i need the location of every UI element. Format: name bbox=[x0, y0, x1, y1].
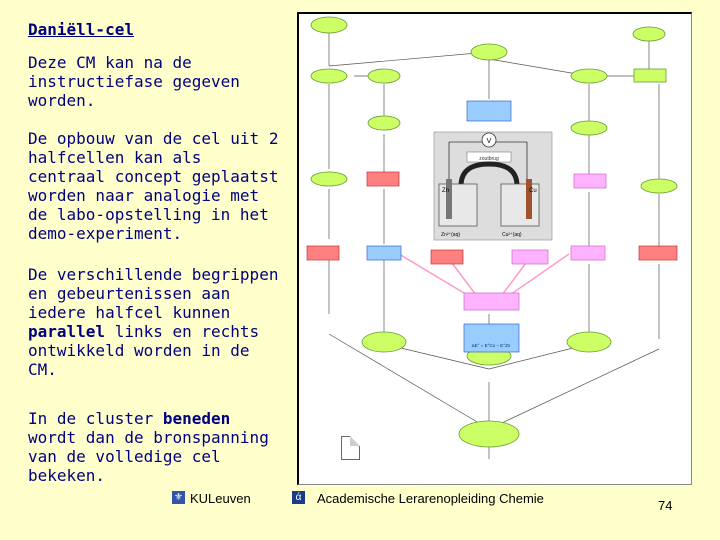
voltmeter-label: V bbox=[487, 138, 492, 145]
zn-ion-label: Zn²⁺(aq) bbox=[441, 232, 460, 238]
paragraph-parallel-pre: De verschillende begrippen en gebeurteni… bbox=[28, 265, 279, 322]
alc-logo-icon: ά bbox=[292, 491, 305, 504]
kuleuven-logo-icon: ⚜ bbox=[172, 491, 185, 504]
concept-map-figure: V zoutbrug Zn Cu Zn²⁺(aq) Cu²⁺(aq) ΔE° =… bbox=[297, 12, 692, 485]
page-title: Daniëll-cel bbox=[28, 20, 134, 39]
paragraph-cluster: In de cluster beneden wordt dan de brons… bbox=[28, 409, 288, 485]
page-number: 74 bbox=[658, 498, 673, 513]
paragraph-intro: Deze CM kan na de instructiefase gegeven… bbox=[28, 53, 240, 110]
cu-label: Cu bbox=[529, 188, 537, 194]
zn-label: Zn bbox=[442, 188, 449, 194]
paragraph-structure: De opbouw van de cel uit 2 halfcellen ka… bbox=[28, 129, 279, 243]
footer-kuleuven: KULeuven bbox=[190, 491, 251, 506]
paragraph-cluster-pre: In de cluster bbox=[28, 409, 163, 428]
paragraph-parallel-post: links en rechts ontwikkeld worden in de … bbox=[28, 322, 260, 379]
highlight-lines bbox=[398, 253, 570, 300]
paragraph-parallel: De verschillende begrippen en gebeurteni… bbox=[28, 265, 288, 379]
electrochemical-cell-drawing: V zoutbrug Zn Cu Zn²⁺(aq) Cu²⁺(aq) bbox=[433, 131, 553, 241]
blue-nodes bbox=[366, 100, 520, 353]
green-box bbox=[633, 68, 667, 83]
connector-lines bbox=[328, 29, 660, 459]
green-nodes bbox=[310, 16, 678, 448]
salt-bridge-label: zoutbrug bbox=[479, 156, 499, 162]
paragraph-parallel-bold: parallel bbox=[28, 322, 106, 341]
paragraph-cluster-post: wordt dan de bronspanning van de volledi… bbox=[28, 428, 269, 485]
pink-nodes bbox=[463, 173, 607, 311]
footer-alc: Academische Lerarenopleiding Chemie bbox=[317, 491, 544, 506]
formula-label: ΔE° = E°Cu − E°Zn bbox=[472, 343, 511, 348]
red-nodes bbox=[306, 171, 678, 265]
document-icon bbox=[341, 436, 360, 460]
paragraph-cluster-bold: beneden bbox=[162, 409, 231, 428]
cu-ion-label: Cu²⁺(aq) bbox=[502, 232, 522, 238]
concept-map-svg: V zoutbrug Zn Cu Zn²⁺(aq) Cu²⁺(aq) ΔE° =… bbox=[306, 16, 678, 459]
